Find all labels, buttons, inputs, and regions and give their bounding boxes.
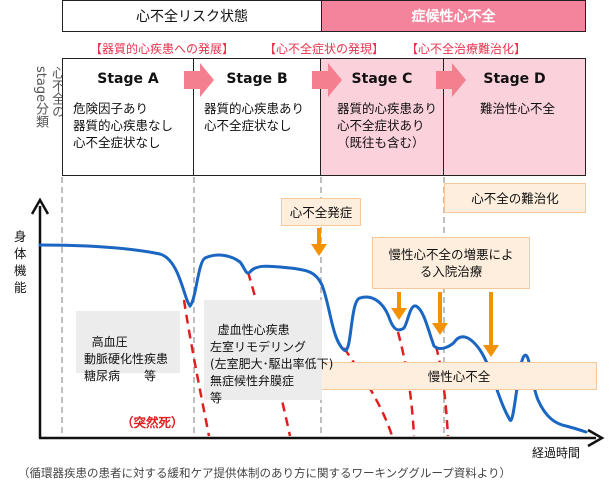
onset-arrow: [311, 228, 327, 256]
structural-disease-box: 虚血性心疾患 左室リモデリング (左室肥大･駆出率低下) 無症候性弁膜症 等: [204, 300, 333, 405]
chronic-hf-label: 慢性心不全: [427, 368, 491, 384]
hospitalization-label: 慢性心不全の増悪による入院治療: [388, 247, 514, 279]
phase-structural-development: 【器質的心疾患への発展】: [90, 42, 235, 56]
risk-state-label: 心不全リスク状態: [136, 9, 248, 25]
hospitalization-arrow-2: [432, 292, 448, 335]
sudden-death-label: （突然死）: [121, 415, 184, 430]
source-citation: （循環器疾患の患者に対する緩和ケア提供体制のあり方に関するワーキンググループ資料…: [18, 466, 511, 480]
stage-b-desc: 器質的心疾患あり 心不全症状なし: [204, 101, 305, 133]
phase-symptom-onset: 【心不全症状の発現】: [264, 42, 385, 56]
hospitalization-arrow-1: [391, 292, 407, 320]
stage-d-desc: 難治性心不全: [480, 101, 556, 116]
stage-a-title: Stage A: [97, 71, 159, 87]
stage-d-title: Stage D: [483, 71, 546, 87]
stage-a-box: Stage A 危険因子あり 器質的心疾患なし 心不全症状なし: [62, 58, 194, 176]
stage-c-title: Stage C: [351, 71, 413, 87]
onset-box: 心不全発症: [281, 198, 361, 226]
x-axis-arrowhead: [587, 428, 605, 448]
onset-label: 心不全発症: [289, 204, 353, 220]
sudden-death-line-3: [342, 347, 394, 437]
stage-b-box: Stage B 器質的心疾患あり 心不全症状なし: [194, 58, 321, 176]
refractory-label: 心不全の難治化: [471, 190, 559, 206]
stage-b-title: Stage B: [226, 71, 288, 87]
sudden-death-line-1: [182, 299, 211, 437]
y-axis-label: 身体機能: [14, 229, 27, 295]
risk-factors-text: 高血圧 動脈硬化性疾患 糖尿病 等: [84, 335, 169, 383]
sudden-death-line-5: [434, 345, 450, 437]
stage-d-box: Stage D 難治性心不全: [444, 58, 586, 176]
side-label-line2: stage分類: [33, 66, 48, 129]
stage-classification-label: 心不全の stage分類: [30, 66, 64, 176]
symptomatic-hf-label: 症候性心不全: [411, 9, 496, 25]
x-axis-label: 経過時間: [532, 446, 581, 460]
stage-c-box: Stage C 器質的心疾患あり 心不全症状あり （既往も含む）: [321, 58, 444, 176]
stage-arrow-b-c: [312, 63, 342, 97]
side-label-line1: 心不全の: [49, 66, 64, 118]
stage-c-desc: 器質的心疾患あり 心不全症状あり （既往も含む）: [337, 101, 438, 150]
stage-arrow-a-b: [184, 63, 214, 97]
risk-factors-box: 高血圧 動脈硬化性疾患 糖尿病 等: [76, 311, 180, 383]
refractory-box: 心不全の難治化: [444, 183, 586, 213]
structural-disease-text: 虚血性心疾患 左室リモデリング (左室肥大･駆出率低下) 無症候性弁膜症 等: [210, 323, 334, 405]
stage-a-desc: 危険因子あり 器質的心疾患なし 心不全症状なし: [73, 101, 174, 150]
y-axis-arrowhead: [30, 197, 50, 215]
symptomatic-hf-header: 症候性心不全: [321, 0, 586, 32]
stage-arrow-c-d: [436, 63, 466, 97]
risk-state-header: 心不全リスク状態: [62, 0, 321, 32]
hospitalization-arrow-3: [483, 292, 499, 357]
hospitalization-box: 慢性心不全の増悪による入院治療: [372, 237, 530, 289]
phase-refractory: 【心不全治療難治化】: [406, 42, 527, 56]
chronic-hf-box: 慢性心不全: [321, 362, 597, 390]
